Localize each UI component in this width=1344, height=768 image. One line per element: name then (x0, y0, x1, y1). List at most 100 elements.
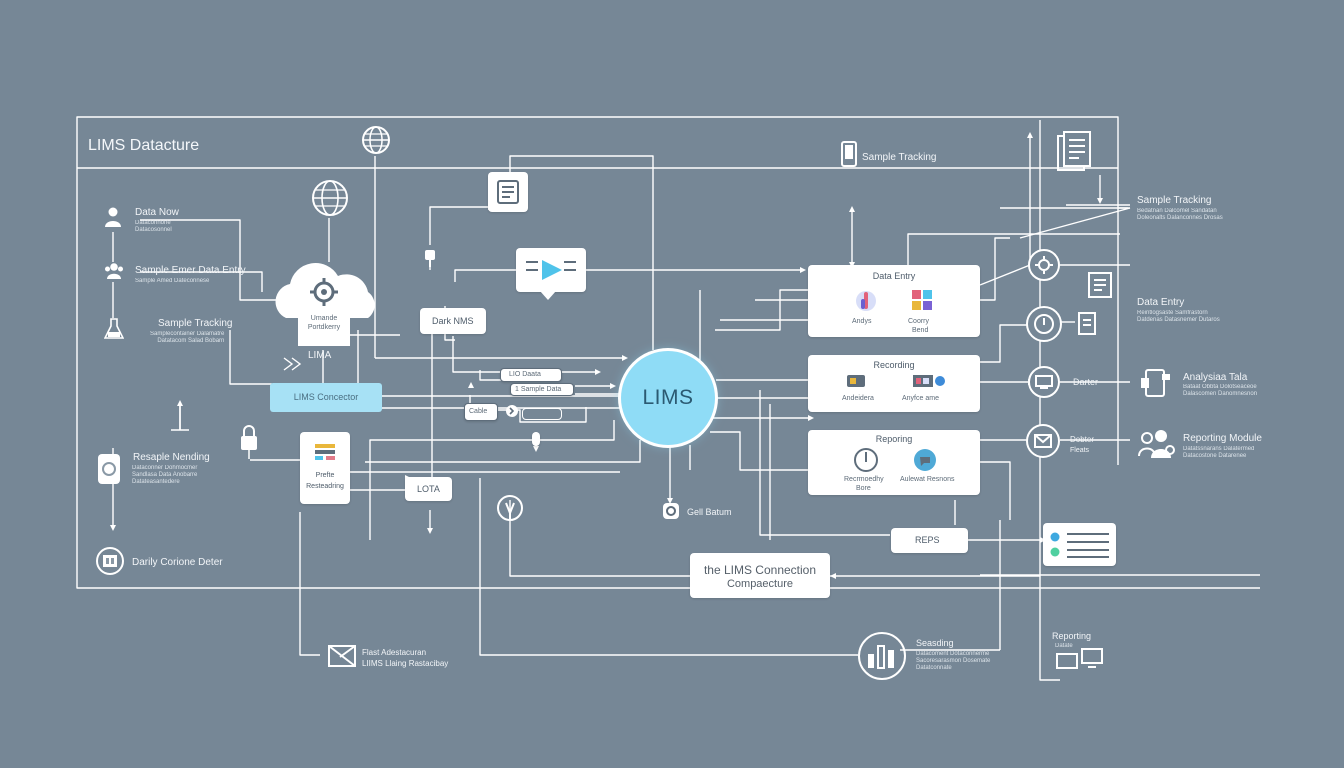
bubble-icon (914, 449, 936, 471)
recording-left: Andeidera (842, 395, 874, 402)
gear-icon (1035, 256, 1053, 274)
monitor-node[interactable] (1028, 366, 1060, 398)
lims-connector-pill[interactable]: LIMS Concector (270, 383, 382, 412)
dark-nms-label: Dark NMS (432, 316, 474, 326)
document-stack-icon (1054, 130, 1098, 183)
recording-title: Recording (873, 360, 915, 370)
left-item-sub: Sample Amed Dateconnese (135, 278, 210, 284)
settings-node[interactable] (1028, 249, 1060, 281)
document-icon (96, 452, 122, 491)
darter-label: Darter (1073, 377, 1099, 387)
lio-data-label: LIO Daata (509, 371, 541, 378)
timer-icon (1034, 314, 1054, 334)
envelope-icon (328, 645, 356, 672)
reporting-title: Reporing (875, 434, 913, 444)
lio-data-box[interactable]: LIO Daata (500, 368, 562, 382)
bottom-right-label: Reporting (1052, 631, 1092, 641)
connection-line1: the LIMS Connection (703, 563, 817, 577)
lightbulb-icon (496, 494, 524, 529)
lims-hub[interactable]: LIMS (621, 351, 715, 445)
top-sample-tracking-label: Sample Tracking (862, 152, 937, 163)
sample-data-box[interactable]: 1 Sample Data (510, 383, 574, 396)
team-icon (1137, 428, 1177, 465)
recording-label: Resteadring (306, 483, 344, 490)
flask-color-icon (856, 291, 876, 311)
speech-tail-icon (540, 291, 556, 300)
cloud-label: Portdkerry (307, 324, 341, 331)
cable-box[interactable]: Cable (464, 403, 498, 421)
reporting-left: Recrmoedhy (844, 476, 884, 483)
right-item-label: Data Entry (1137, 297, 1185, 308)
bottom-right-sub: Datate (1055, 643, 1073, 649)
devices-icon (1056, 648, 1104, 675)
reporting-right: Aulewat Resnons (900, 476, 955, 483)
recording-box[interactable]: Recording Andeidera Anyfce ame (808, 355, 980, 412)
grid-color-icon (912, 290, 932, 310)
data-entry-left: Andys (852, 318, 872, 325)
right-item-sub: Reintlogsaste Samfrastorn Datdenas Datas… (1137, 310, 1220, 323)
dobter-label: Dobter (1070, 435, 1095, 444)
cable-label: Cable (469, 408, 488, 415)
right-item-sub: Datatssnarans Dalatermed Datacostone Dat… (1183, 446, 1255, 459)
left-item-label: Darily Corione Deter (132, 557, 223, 568)
cloud-label: Umande (310, 315, 338, 322)
dark-nms-box[interactable]: Dark NMS (420, 308, 486, 334)
pref-label: Prefte (315, 472, 335, 479)
data-entry-right: Coorry (908, 318, 930, 325)
pref-recording-box[interactable]: Prefte Resteadring (300, 432, 350, 504)
analytics-icon (856, 630, 908, 687)
reps-box[interactable]: REPS (891, 528, 968, 553)
data-entry-right2: Bend (912, 327, 929, 334)
clipboard-icon (1077, 310, 1097, 341)
card-icon (847, 375, 865, 387)
building-icon (94, 546, 126, 581)
left-item-label: Resaple Nending (133, 452, 210, 463)
reporting-left2: Bore (856, 485, 871, 492)
reps-label: REPS (915, 535, 940, 545)
right-item-sub: Bataat Obbta Dolotseaceoe Dalascomen Dan… (1183, 384, 1258, 397)
phone-icon (840, 141, 858, 172)
sheet-icon (1087, 271, 1113, 304)
timer-node[interactable] (1026, 306, 1062, 342)
connection-line2: Compaecture (726, 578, 794, 590)
reporting-box[interactable]: Reporing Recrmoedhy Bore Aulewat Resnons (808, 430, 980, 495)
recording-right: Anyfce ame (902, 395, 939, 402)
right-item-label: Analysiaa Tala (1183, 372, 1248, 383)
sample-data-label: 1 Sample Data (515, 386, 562, 393)
media-icon (913, 375, 945, 387)
left-item-label: Data Now (135, 207, 179, 218)
lota-box[interactable]: LOTA (405, 477, 452, 501)
form-icon (497, 180, 519, 204)
play-icon (526, 260, 576, 280)
right-item-label: Sample Tracking (1137, 195, 1212, 206)
globe-icon (310, 178, 350, 223)
left-item-sub: Samplecontainer Dalamatre Datatacom Sala… (150, 331, 225, 344)
left-item-sub: Dataconner Dohmocmer Sandlasa Data Anoba… (132, 465, 198, 485)
globe-icon (360, 124, 392, 161)
flask-icon (103, 318, 125, 345)
left-item-label: Sample Emer Data Entry (135, 265, 246, 276)
cloud-icon (264, 256, 384, 355)
tablet-icon (1140, 368, 1174, 403)
connection-box[interactable]: the LIMS Connection Compaecture (690, 553, 830, 598)
list-box[interactable] (1043, 523, 1116, 566)
form-box[interactable] (488, 172, 528, 212)
right-item-sub: Bedatnan Dalcomel Sandatan Doleonalts Da… (1137, 208, 1223, 221)
mail-node[interactable] (1026, 424, 1060, 458)
right-item-label: Reporting Module (1183, 433, 1262, 444)
lota-label: LOTA (417, 484, 440, 494)
diagram-title: LIMS Datacture (88, 137, 200, 154)
lock-icon (238, 424, 260, 465)
chart-bars-icon (315, 444, 335, 460)
person-icon (104, 206, 122, 233)
fleats-label: Fleats (1070, 447, 1090, 454)
gauge-icon (854, 448, 878, 472)
bottom-mid-sub: Datacoment Dotaconnerme Sacoresarasmon D… (916, 651, 991, 671)
bottom-left-label: Flast Adestacuran (362, 648, 427, 657)
data-entry-box[interactable]: Data Entry Andys Coorry Bend (808, 265, 980, 337)
video-box[interactable] (516, 248, 586, 292)
users-icon (104, 262, 124, 285)
gear-icon (662, 502, 680, 525)
bottom-left-label: LIIMS Llaing Rastacibay (362, 659, 449, 668)
